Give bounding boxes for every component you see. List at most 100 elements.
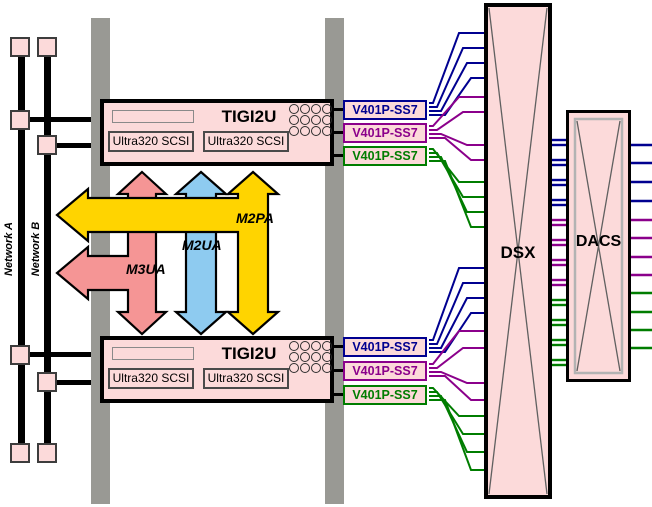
ss7-card: V401P-SS7 — [343, 361, 427, 381]
wire — [429, 62, 487, 112]
vent-hole — [289, 363, 299, 373]
vent-hole — [322, 104, 332, 114]
card-stub — [334, 131, 344, 134]
node-link — [47, 143, 104, 148]
wire — [429, 111, 487, 131]
wire — [429, 330, 487, 365]
vent-hole — [311, 363, 321, 373]
m3ua-arrow — [55, 170, 169, 336]
network-node — [37, 37, 57, 57]
network-node — [37, 135, 57, 155]
dacs-label: DACS — [575, 233, 622, 250]
scsi-port-label: Ultra320 SCSI — [108, 131, 194, 152]
network-node — [37, 372, 57, 392]
wire — [429, 282, 487, 345]
wire — [429, 156, 487, 213]
wire — [429, 375, 487, 401]
vent-hole — [311, 341, 321, 351]
card-stub — [334, 108, 344, 111]
vent-hole — [289, 126, 299, 136]
vent-hole — [322, 352, 332, 362]
wire — [429, 160, 487, 228]
network-b-bus — [44, 47, 51, 453]
card-stub — [334, 369, 344, 372]
vent-hole — [311, 352, 321, 362]
ss7-card: V401P-SS7 — [343, 100, 427, 120]
dsx-x-pattern — [488, 7, 548, 495]
vent-hole — [300, 104, 310, 114]
vent-hole — [300, 352, 310, 362]
ss7-card-label: V401P-SS7 — [352, 388, 418, 402]
m2pa-label: M2PA — [236, 210, 274, 226]
wire — [429, 371, 487, 384]
vent-hole — [311, 104, 321, 114]
network-node — [10, 345, 30, 365]
scsi-port-label: Ultra320 SCSI — [108, 368, 194, 389]
vent-hole — [322, 341, 332, 351]
dsx-label: DSX — [500, 243, 536, 262]
network-a-bus — [18, 47, 25, 453]
vent-hole — [322, 115, 332, 125]
wire — [429, 395, 487, 453]
vent-hole — [300, 341, 310, 351]
wire — [429, 347, 487, 369]
node-link — [47, 380, 104, 385]
wire — [429, 77, 487, 116]
vent-grid — [288, 104, 335, 137]
server-top: TIGI2U Ultra320 SCSI Ultra320 SCSI — [100, 99, 334, 166]
ss7-card-label: V401P-SS7 — [352, 103, 418, 117]
vent-hole — [300, 126, 310, 136]
dacs-box: DACS — [566, 110, 631, 382]
wire — [429, 32, 487, 104]
ss7-card-label: V401P-SS7 — [352, 340, 418, 354]
wire — [429, 399, 487, 471]
ss7-card: V401P-SS7 — [343, 123, 427, 143]
vent-hole — [322, 363, 332, 373]
network-node — [10, 110, 30, 130]
wire — [429, 267, 487, 341]
card-stub — [334, 345, 344, 348]
wire — [429, 297, 487, 349]
server-title: TIGI2U — [221, 107, 277, 126]
wire — [429, 47, 487, 108]
ss7-card: V401P-SS7 — [343, 337, 427, 357]
network-node — [37, 443, 57, 463]
m2ua-label: M2UA — [182, 237, 222, 253]
drive-slot — [112, 347, 194, 360]
vent-hole — [289, 352, 299, 362]
network-node — [10, 443, 30, 463]
vent-hole — [311, 115, 321, 125]
vent-hole — [289, 341, 299, 351]
node-link — [20, 352, 104, 357]
server-bottom: TIGI2U Ultra320 SCSI Ultra320 SCSI — [100, 336, 334, 403]
wire — [429, 391, 487, 435]
ss7-card-label: V401P-SS7 — [352, 126, 418, 140]
card-stub — [334, 393, 344, 396]
wire — [429, 137, 487, 161]
m2ua-arrow — [173, 170, 229, 336]
dacs-x-pattern — [573, 117, 624, 375]
drive-slot — [112, 110, 194, 123]
dsx-box: DSX — [484, 3, 552, 499]
vent-hole — [289, 115, 299, 125]
ss7-card: V401P-SS7 — [343, 146, 427, 166]
scsi-port-label: Ultra320 SCSI — [203, 131, 289, 152]
vent-grid — [288, 341, 335, 374]
vent-hole — [289, 104, 299, 114]
m2pa-arrow — [55, 170, 281, 336]
wire — [429, 96, 487, 127]
vent-hole — [300, 115, 310, 125]
network-node — [10, 37, 30, 57]
wire — [429, 133, 487, 146]
m3ua-label: M3UA — [126, 261, 166, 277]
vent-hole — [300, 363, 310, 373]
vent-hole — [322, 126, 332, 136]
vent-hole — [311, 126, 321, 136]
ss7-card-label: V401P-SS7 — [352, 364, 418, 378]
ss7-card: V401P-SS7 — [343, 385, 427, 405]
ss7-card-label: V401P-SS7 — [352, 149, 418, 163]
server-title: TIGI2U — [221, 344, 277, 363]
card-stub — [334, 154, 344, 157]
